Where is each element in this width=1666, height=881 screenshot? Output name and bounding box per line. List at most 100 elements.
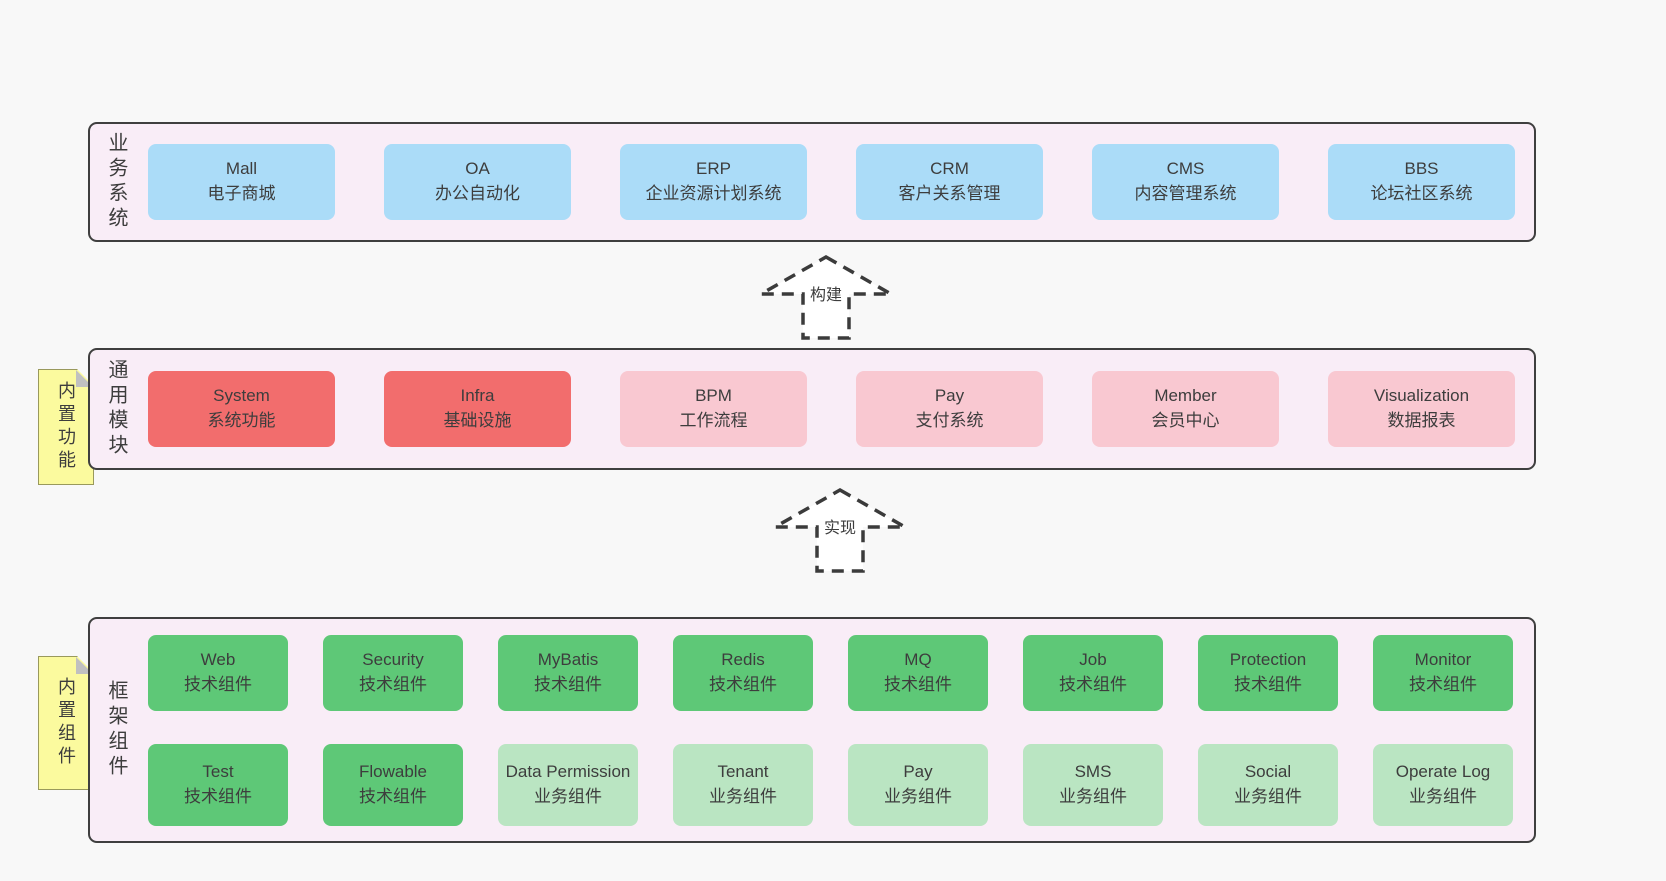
box-sms-name: SMS [1074,762,1112,782]
box-protection-name: Protection [1229,650,1307,670]
box-security: Security 技术组件 [323,635,463,711]
box-crm-desc: 客户关系管理 [898,184,1001,203]
box-pay-module-desc: 支付系统 [915,411,984,430]
box-erp-name: ERP [696,159,731,179]
note-built-in-features-label: 内置功能 [56,381,76,473]
box-social: Social 业务组件 [1198,744,1338,826]
box-tenant-desc: 业务组件 [709,787,777,806]
box-oa-desc: 办公自动化 [435,184,520,203]
box-bpm-desc: 工作流程 [679,411,748,430]
box-system-name: System [213,386,270,406]
layer-business-title: 业务系统 [105,132,127,232]
box-tenant: Tenant 业务组件 [673,744,813,826]
note-built-in-components-label: 内置组件 [56,677,76,769]
box-monitor-desc: 技术组件 [1409,675,1477,694]
box-social-name: Social [1244,762,1292,782]
box-bbs-name: BBS [1404,159,1439,179]
box-infra-desc: 基础设施 [443,411,512,430]
box-crm: CRM 客户关系管理 [856,144,1043,220]
box-erp: ERP 企业资源计划系统 [620,144,807,220]
box-security-desc: 技术组件 [359,675,427,694]
box-job-name: Job [1079,650,1107,670]
box-protection-desc: 技术组件 [1234,675,1302,694]
box-web: Web 技术组件 [148,635,288,711]
business-items: Mall 电子商城 OA 办公自动化 ERP 企业资源计划系统 CRM 客户关系… [148,124,1515,240]
box-job: Job 技术组件 [1023,635,1163,711]
box-member-name: Member [1154,386,1217,406]
box-mq-name: MQ [904,650,932,670]
box-visualization-name: Visualization [1373,386,1470,406]
box-operate-log-desc: 业务组件 [1409,787,1477,806]
box-social-desc: 业务组件 [1234,787,1302,806]
box-cms: CMS 内容管理系统 [1092,144,1279,220]
box-system: System 系统功能 [148,371,335,447]
box-mybatis: MyBatis 技术组件 [498,635,638,711]
box-oa-name: OA [465,159,490,179]
arrow-build-label: 构建 [806,280,846,305]
arrow-implement-label: 实现 [820,513,860,538]
layer-business-systems: 业务系统 Mall 电子商城 OA 办公自动化 ERP 企业资源计划系统 CRM… [88,122,1536,242]
box-web-name: Web [200,650,236,670]
box-job-desc: 技术组件 [1059,675,1127,694]
box-infra-name: Infra [460,386,495,406]
box-mybatis-name: MyBatis [537,650,599,670]
box-pay-component-desc: 业务组件 [884,787,952,806]
layer-framework-components: 框架组件 Web 技术组件 Security 技术组件 MyBatis 技术组件… [88,617,1536,843]
box-redis-desc: 技术组件 [709,675,777,694]
box-mall-desc: 电子商城 [207,184,276,203]
box-member-desc: 会员中心 [1151,411,1220,430]
box-security-name: Security [362,650,424,670]
box-bbs-desc: 论坛社区系统 [1370,184,1473,203]
framework-rows: Web 技术组件 Security 技术组件 MyBatis 技术组件 Redi… [148,635,1513,826]
box-pay-module: Pay 支付系统 [856,371,1043,447]
layer-framework-title: 框架组件 [105,680,127,780]
box-mq: MQ 技术组件 [848,635,988,711]
arrow-build: 构建 [757,254,895,342]
note-built-in-features: 内置功能 [38,369,94,485]
box-pay-component-name: Pay [903,762,933,782]
layer-common-modules: 通用模块 System 系统功能 Infra 基础设施 BPM 工作流程 Pay… [88,348,1536,470]
box-data-permission: Data Permission 业务组件 [498,744,638,826]
box-infra: Infra 基础设施 [384,371,571,447]
box-flowable-name: Flowable [358,762,428,782]
box-mall-name: Mall [225,159,258,179]
box-flowable: Flowable 技术组件 [323,744,463,826]
box-redis-name: Redis [721,650,765,670]
box-sms-desc: 业务组件 [1059,787,1127,806]
box-mybatis-desc: 技术组件 [534,675,602,694]
box-data-permission-desc: 业务组件 [534,787,602,806]
box-mall: Mall 电子商城 [148,144,335,220]
framework-row-business: Test 技术组件 Flowable 技术组件 Data Permission … [148,744,1513,826]
box-mq-desc: 技术组件 [884,675,952,694]
box-data-permission-name: Data Permission [505,762,631,782]
layer-modules-title: 通用模块 [105,359,127,459]
box-oa: OA 办公自动化 [384,144,571,220]
box-redis: Redis 技术组件 [673,635,813,711]
box-cms-desc: 内容管理系统 [1134,184,1237,203]
framework-row-tech: Web 技术组件 Security 技术组件 MyBatis 技术组件 Redi… [148,635,1513,711]
box-web-desc: 技术组件 [184,675,252,694]
box-bpm-name: BPM [695,386,732,406]
box-member: Member 会员中心 [1092,371,1279,447]
box-sms: SMS 业务组件 [1023,744,1163,826]
box-visualization-desc: 数据报表 [1387,411,1456,430]
box-visualization: Visualization 数据报表 [1328,371,1515,447]
box-flowable-desc: 技术组件 [359,787,427,806]
box-operate-log-name: Operate Log [1395,762,1491,782]
box-tenant-name: Tenant [717,762,769,782]
box-cms-name: CMS [1166,159,1205,179]
box-pay-module-name: Pay [934,386,965,406]
box-operate-log: Operate Log 业务组件 [1373,744,1513,826]
box-protection: Protection 技术组件 [1198,635,1338,711]
box-crm-name: CRM [930,159,969,179]
box-monitor: Monitor 技术组件 [1373,635,1513,711]
box-system-desc: 系统功能 [207,411,276,430]
box-pay-component: Pay 业务组件 [848,744,988,826]
box-erp-desc: 企业资源计划系统 [645,184,782,203]
box-test-desc: 技术组件 [184,787,252,806]
box-test-name: Test [202,762,234,782]
box-monitor-name: Monitor [1414,650,1472,670]
box-bpm: BPM 工作流程 [620,371,807,447]
box-bbs: BBS 论坛社区系统 [1328,144,1515,220]
